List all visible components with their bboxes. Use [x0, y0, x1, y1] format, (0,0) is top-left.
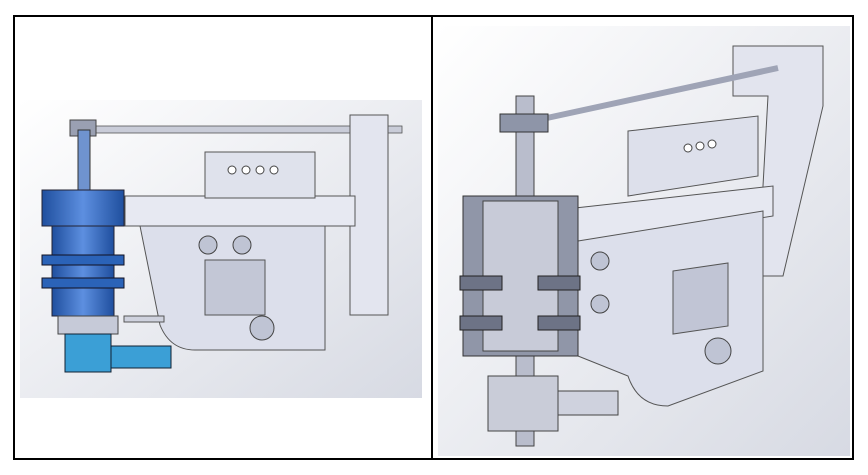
lower-flange [57, 315, 119, 335]
bore-2 [232, 235, 252, 255]
spindle-shaft [77, 129, 91, 191]
lower-valve [487, 375, 559, 432]
tie-rod [532, 65, 779, 124]
gear-rings [41, 254, 125, 289]
blue-body [51, 225, 115, 317]
cyan-valve [64, 333, 112, 373]
figure-frame [13, 15, 854, 460]
slide-holes [227, 165, 279, 175]
top-rail [124, 195, 356, 227]
window [204, 259, 266, 316]
spindle-cap [499, 113, 549, 133]
bore-1 [590, 251, 610, 271]
panel-divider [431, 15, 433, 460]
slide-block [204, 151, 316, 199]
support-bar [123, 315, 165, 323]
cyan-pipe [110, 345, 172, 369]
slide-block [627, 115, 759, 197]
end-bracket [349, 114, 389, 316]
window [672, 262, 729, 335]
bore-3 [249, 315, 275, 341]
end-bracket [732, 45, 824, 277]
bore-3 [704, 337, 732, 365]
bore-1 [198, 235, 218, 255]
left-cad-render [20, 100, 422, 398]
gear-rings [459, 275, 581, 331]
right-cad-render [438, 26, 850, 456]
lower-pipe [557, 390, 619, 416]
slide-holes [683, 139, 717, 153]
blue-head [41, 189, 125, 227]
bore-2 [590, 294, 610, 314]
